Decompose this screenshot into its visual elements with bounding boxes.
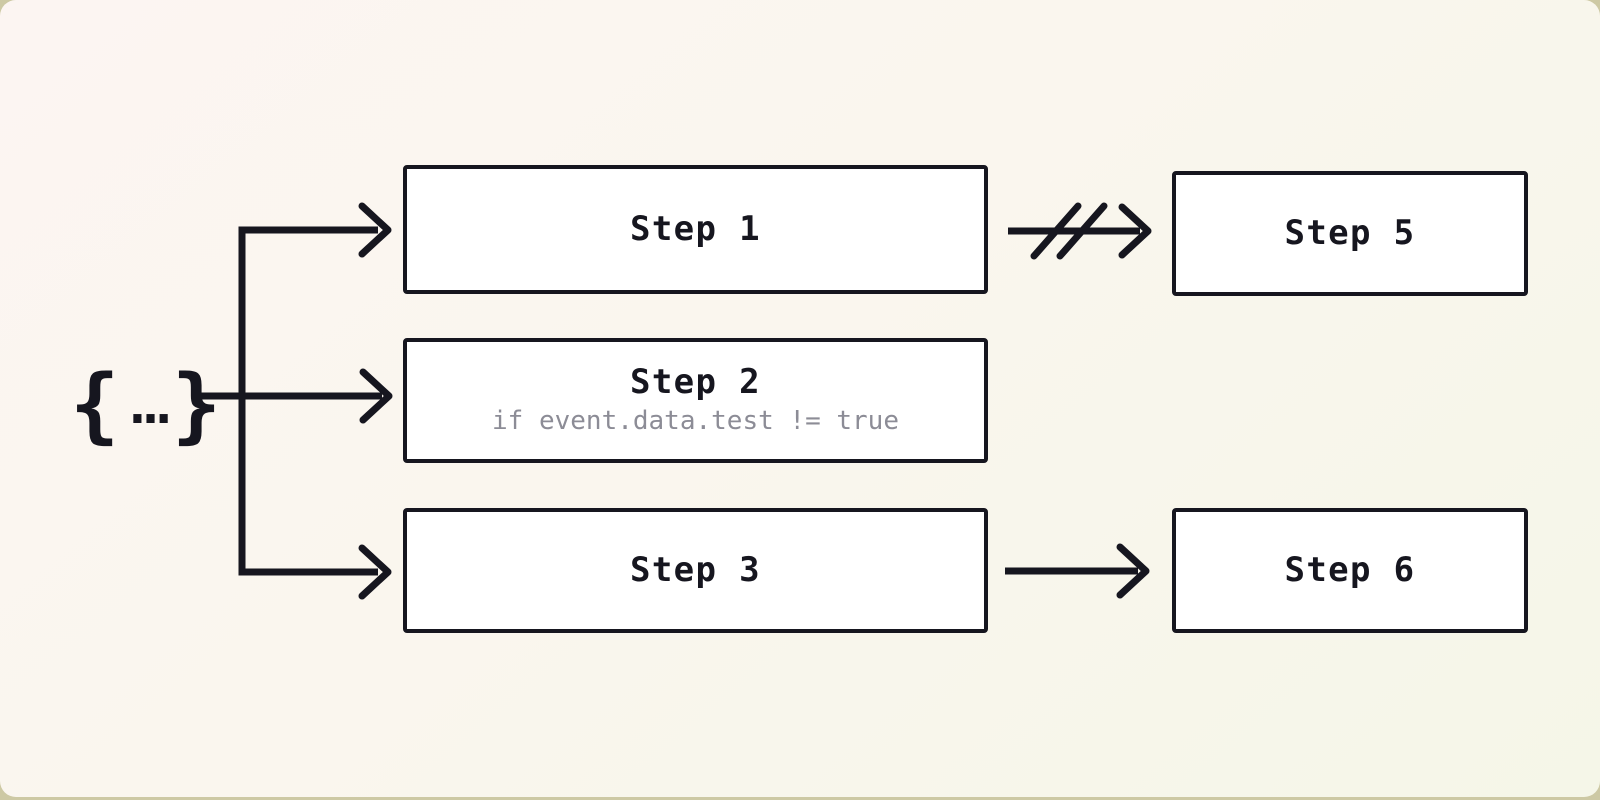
step-node-step2: Step 2 if event.data.test != true: [403, 338, 988, 463]
step-node-step1: Step 1: [403, 165, 988, 294]
cancel-slash-2: [1056, 202, 1108, 260]
step-label: Step 3: [630, 549, 761, 590]
step-label: Step 1: [630, 208, 761, 249]
arrowhead-step3: [358, 544, 392, 600]
open-brace: {: [70, 358, 120, 454]
arrowhead-step5: [1118, 203, 1152, 259]
step-label: Step 5: [1284, 212, 1416, 253]
step-node-step5: Step 5: [1172, 171, 1528, 296]
event-payload-glyph: { ... }: [70, 349, 222, 454]
cancel-slash-1: [1030, 202, 1082, 260]
step-node-step6: Step 6: [1172, 508, 1528, 633]
arrowhead-step1: [358, 202, 392, 258]
step-label: Step 6: [1284, 549, 1416, 590]
ellipsis-dots: ...: [122, 377, 178, 435]
arrowhead-step2: [359, 368, 393, 424]
step-condition: if event.data.test != true: [492, 406, 899, 437]
close-brace: }: [171, 358, 222, 454]
arrowhead-step6: [1116, 543, 1150, 599]
fanout-trunk: [238, 226, 378, 576]
step-label: Step 2: [630, 362, 761, 403]
step-node-step3: Step 3: [403, 508, 988, 633]
